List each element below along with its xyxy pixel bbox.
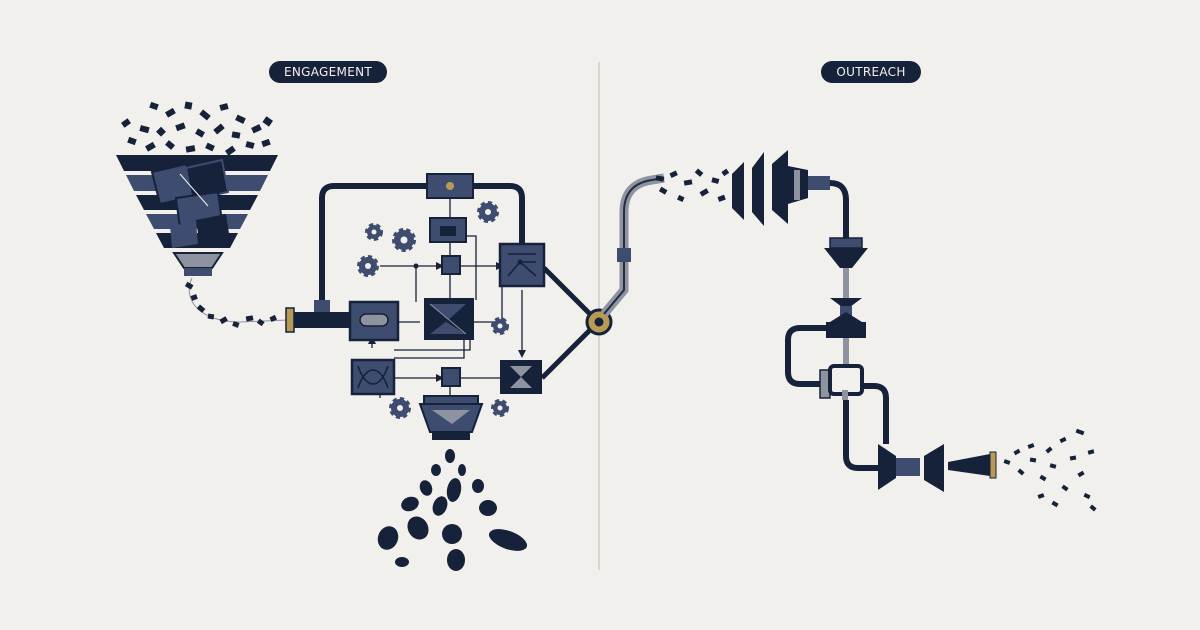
top-valve xyxy=(426,173,474,199)
megaphone-stack xyxy=(732,150,830,226)
splitter xyxy=(498,242,546,288)
delivery-pipe xyxy=(829,180,849,238)
lower-pipe xyxy=(843,383,889,471)
hourglass-valve xyxy=(500,360,542,394)
outreach-input-particles xyxy=(655,168,730,202)
intake-funnel xyxy=(116,155,278,276)
spray-particles xyxy=(1003,428,1097,512)
inlet-coupler xyxy=(285,307,295,333)
rail-pipe xyxy=(600,173,665,317)
top-loop-pipe xyxy=(319,183,525,312)
output-megaphones xyxy=(878,444,997,492)
signal-arrows xyxy=(368,262,526,382)
crossover-box xyxy=(350,358,396,396)
control-boxes xyxy=(429,217,467,387)
feed-tube xyxy=(188,277,289,323)
output-drops xyxy=(377,449,528,571)
main-processor xyxy=(348,300,400,342)
side-loop xyxy=(785,325,826,387)
engagement-label: ENGAGEMENT xyxy=(269,61,387,83)
outreach-label: OUTREACH xyxy=(821,61,921,83)
mixer xyxy=(424,298,474,340)
feed-particles xyxy=(184,281,277,328)
gear-hubs xyxy=(365,209,503,411)
input-particles xyxy=(121,101,273,156)
junction-ring xyxy=(585,308,613,336)
lower-valve xyxy=(819,364,864,400)
nozzle-stack xyxy=(824,237,868,366)
output-hopper xyxy=(418,395,484,440)
converge-pipes xyxy=(540,266,596,380)
